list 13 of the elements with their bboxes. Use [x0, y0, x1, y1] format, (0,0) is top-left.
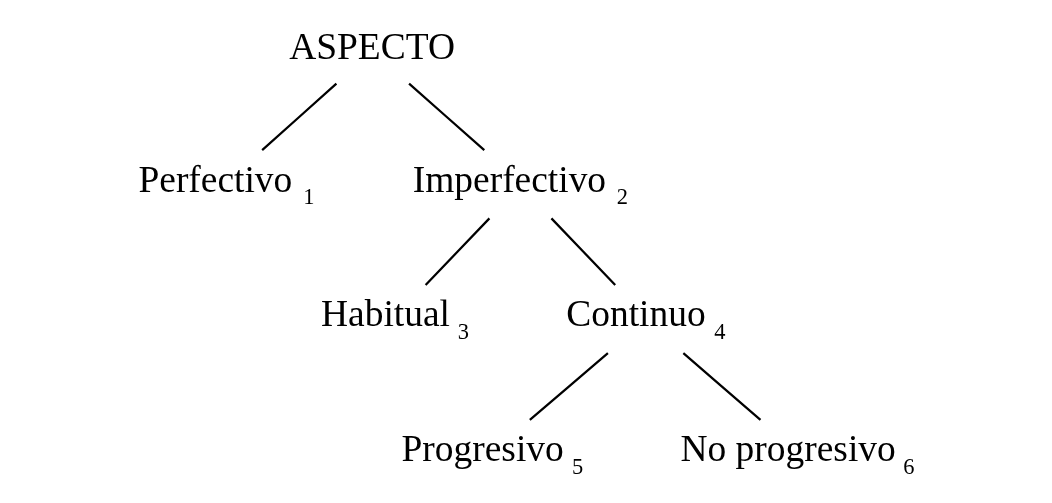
node-text: Continuo $_{4}$ — [565, 293, 725, 344]
node-text: ASPECTO — [288, 25, 455, 67]
connector — [528, 352, 609, 421]
node-text: Habitual $_{3}$ — [320, 293, 469, 344]
connector — [407, 82, 485, 152]
node-text: Imperfectivo $_{2}$ — [412, 158, 628, 210]
connector — [550, 217, 616, 286]
node-text: Perfectivo $_{1}$ — [137, 158, 314, 210]
node-text: Progresivo $_{5}$ — [401, 428, 583, 479]
connector — [424, 217, 490, 286]
connector — [260, 82, 337, 152]
connector — [682, 352, 761, 421]
node-text: No progresivo $_{6}$ — [680, 428, 915, 479]
